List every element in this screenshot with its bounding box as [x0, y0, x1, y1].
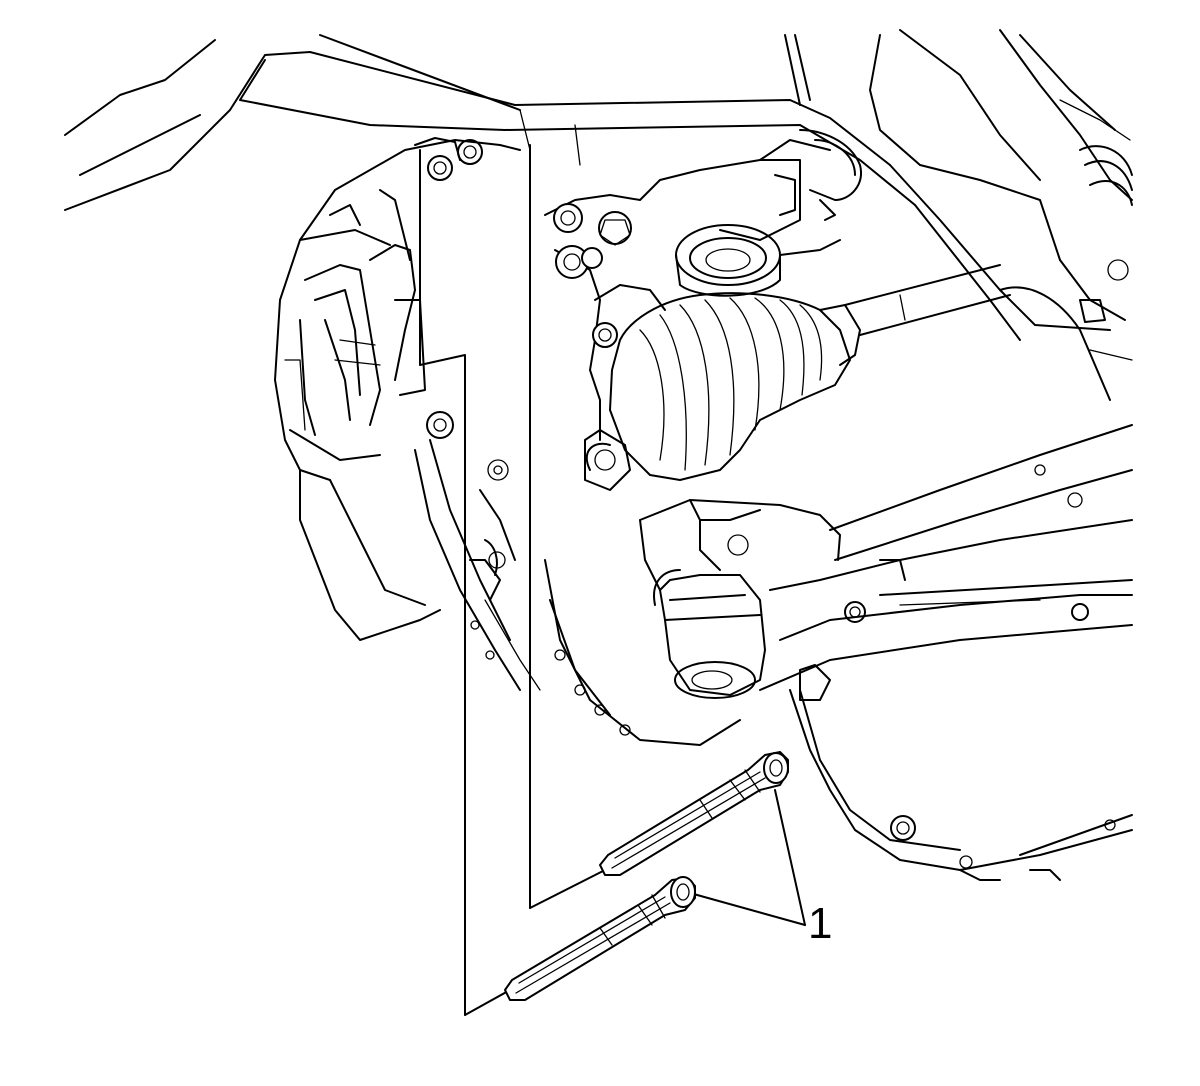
cv-boot-axle: [584, 264, 1011, 491]
lower-control-arm: [639, 424, 1133, 691]
right-frame-structure: [784, 29, 1133, 401]
callout-leader-lines: [419, 144, 806, 1016]
brake-rotor-hub: [414, 439, 741, 746]
steering-knuckle: [544, 129, 862, 441]
upper-bushing: [675, 224, 841, 297]
upper-frame-rail: [64, 34, 1111, 341]
lower-subframe: [789, 664, 1133, 881]
stud-bolt-lower: [504, 876, 696, 1001]
stud-bolt-upper: [599, 751, 789, 876]
lower-bushing: [653, 569, 766, 699]
brake-caliper: [274, 137, 521, 641]
callout-label-1: 1: [808, 899, 833, 948]
